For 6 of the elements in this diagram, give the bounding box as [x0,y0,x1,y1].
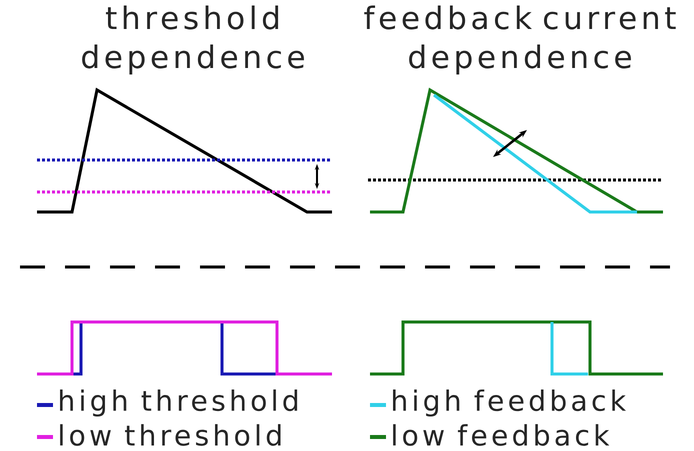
panel-title: threshold dependence [82,6,304,74]
panel-title: feedback current dependence [364,6,676,74]
legend-label: low feedback [393,424,610,446]
legend-label: high threshold [60,389,298,417]
legend-label: low threshold [60,424,280,446]
legend-label: high feedback [393,389,626,417]
